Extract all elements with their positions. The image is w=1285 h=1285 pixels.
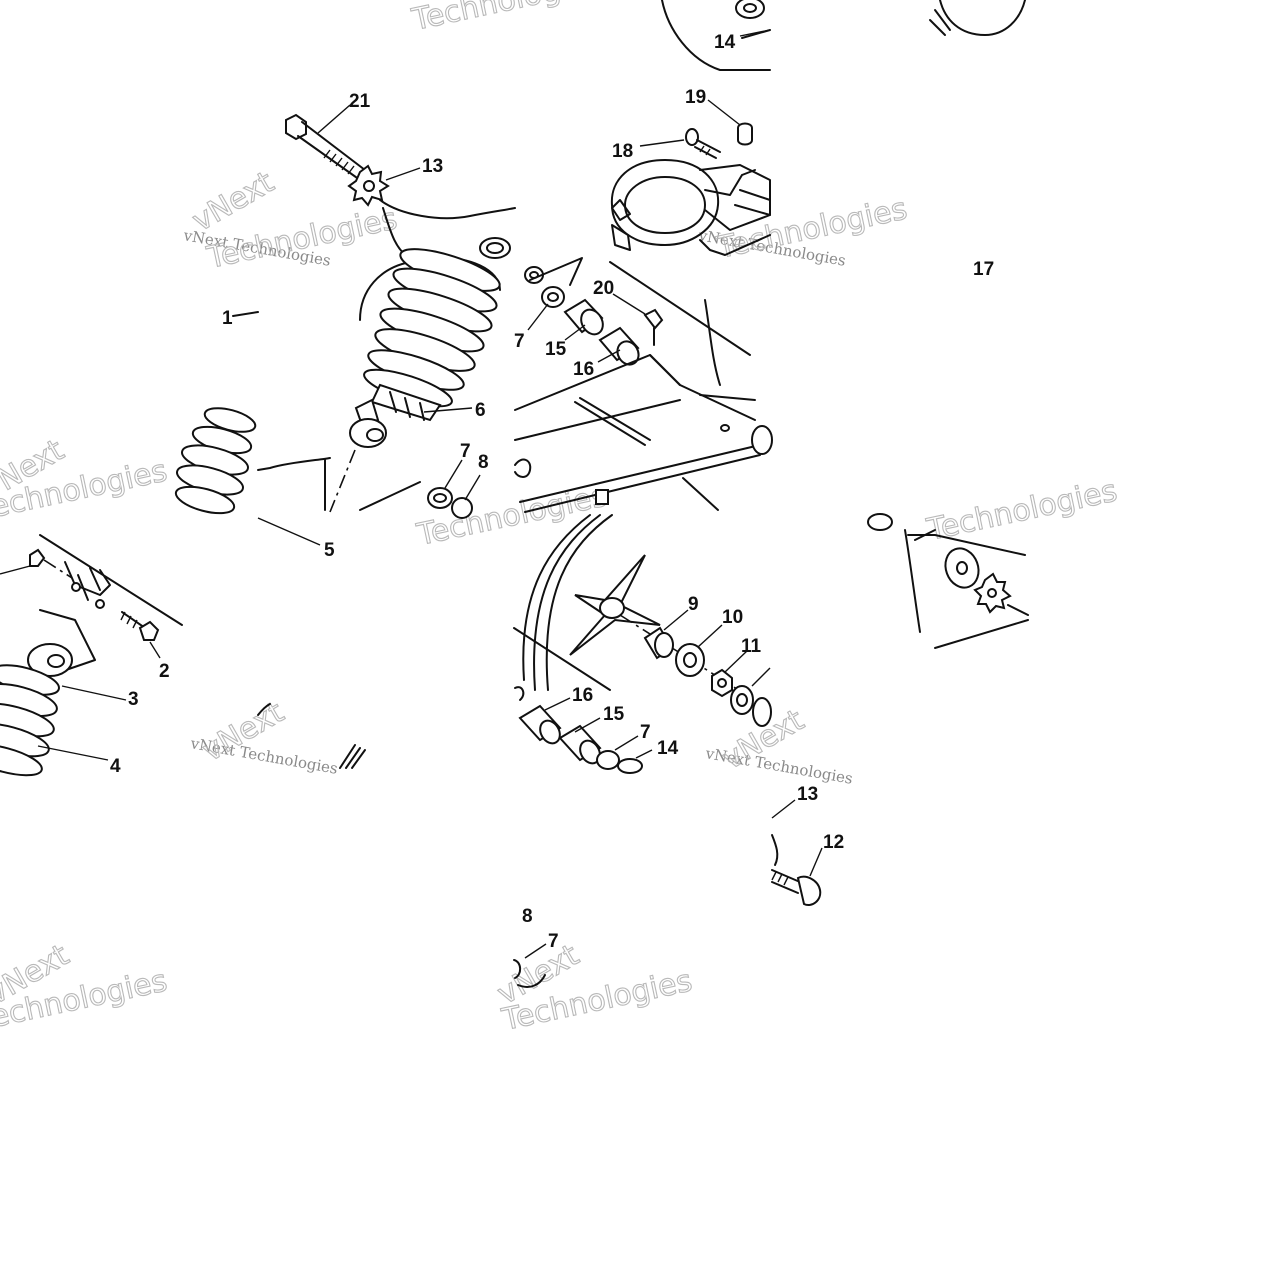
upper-bushings [427, 266, 664, 519]
callout-14: 14 [714, 32, 736, 53]
callout-7: 7 [640, 722, 651, 743]
callout-13: 13 [797, 784, 818, 805]
upper-shock-absorber [329, 237, 511, 513]
clamp-bracket [610, 122, 771, 256]
swing-arm [514, 257, 773, 513]
callout-12: 12 [823, 832, 844, 853]
left-shock-fragments [174, 311, 421, 515]
callout-13: 13 [422, 156, 443, 177]
callout-6: 6 [475, 400, 486, 421]
lower-axle-assembly [513, 514, 772, 774]
callout-10: 10 [722, 607, 743, 628]
callout-21: 21 [349, 91, 371, 112]
callout-5: 5 [324, 540, 335, 561]
watermark-text: Technologies [408, 0, 605, 38]
bottom-fragment [513, 959, 546, 988]
watermark-text: Technologies [923, 474, 1120, 549]
callout-17: 17 [973, 259, 994, 280]
callout-numbers: 21 13 19 18 14 17 1 20 7 15 16 6 7 8 5 2… [110, 32, 994, 952]
callout-20: 20 [593, 278, 614, 299]
lower-left-shock [0, 534, 366, 777]
right-bracket-fragment [867, 513, 1029, 649]
callout-7: 7 [460, 441, 471, 462]
callout-11: 11 [741, 636, 762, 657]
callout-19: 19 [685, 87, 706, 108]
callout-9: 9 [688, 594, 699, 615]
top-fragments [661, 0, 1026, 71]
callout-2: 2 [159, 661, 170, 682]
callout-14: 14 [657, 738, 679, 759]
callout-15: 15 [603, 704, 625, 725]
callout-15: 15 [545, 339, 567, 360]
callout-8: 8 [478, 452, 489, 473]
callout-4: 4 [110, 756, 121, 777]
lower-right-bolt [771, 834, 822, 906]
callout-16: 16 [573, 359, 594, 380]
leader-lines [0, 29, 823, 959]
callout-3: 3 [128, 689, 139, 710]
callout-16: 16 [572, 685, 593, 706]
callout-18: 18 [612, 141, 633, 162]
callout-7: 7 [548, 931, 559, 952]
callout-8: 8 [522, 906, 533, 927]
callout-1: 1 [222, 308, 233, 329]
watermarks: Technologies vNext Technologies vNext Te… [0, 0, 1121, 1039]
callout-7: 7 [514, 331, 525, 352]
